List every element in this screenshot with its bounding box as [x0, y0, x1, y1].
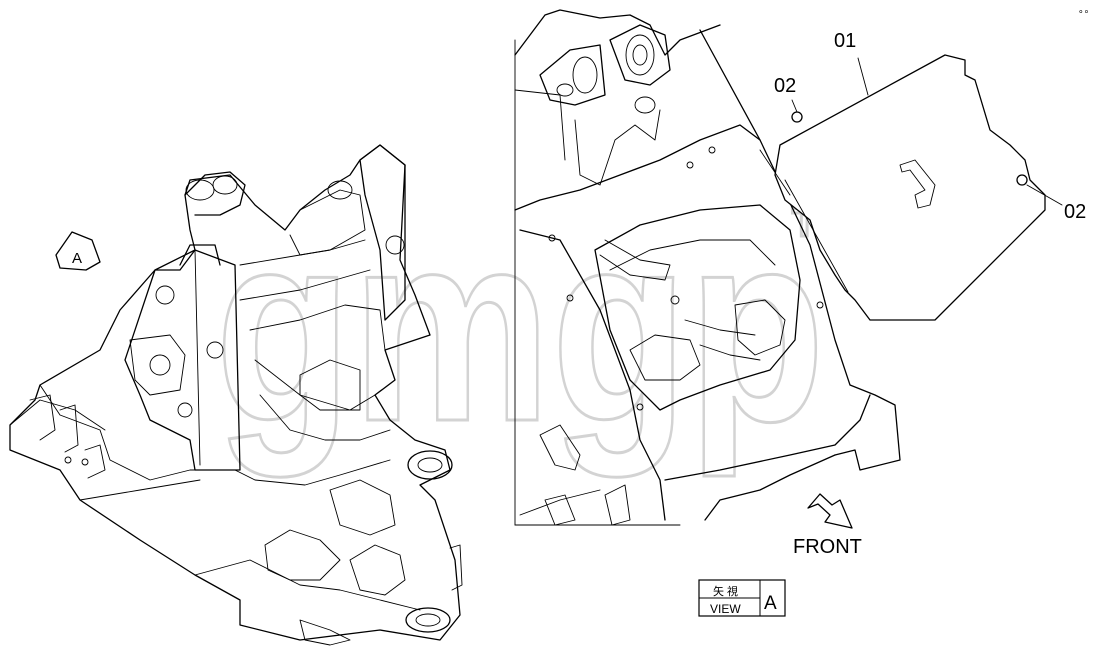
part-label-01: 01	[834, 30, 856, 52]
view-box-kanji: 矢 視	[713, 584, 738, 598]
front-arrow-icon	[807, 493, 853, 529]
bolt-02-top	[791, 111, 803, 123]
front-label: FRONT	[793, 536, 862, 558]
part-label-02-right: 02	[1064, 201, 1086, 223]
front-frame-assembly	[9, 144, 463, 646]
watermark: gmgp TM	[214, 176, 852, 481]
bolt-02-right	[1016, 174, 1028, 186]
part-label-02-top: 02	[774, 75, 796, 97]
watermark-text: gmgp	[215, 177, 825, 479]
view-arrow-icon: A	[55, 231, 101, 271]
view-box-word: VIEW	[710, 602, 741, 616]
view-marker-label: A	[72, 250, 82, 267]
rear-frame-detail	[514, 9, 1063, 526]
view-box-letter: A	[764, 593, 777, 614]
corner-mark: ∘∘	[1078, 6, 1089, 16]
view-box: 矢 視 VIEW A	[698, 579, 786, 617]
